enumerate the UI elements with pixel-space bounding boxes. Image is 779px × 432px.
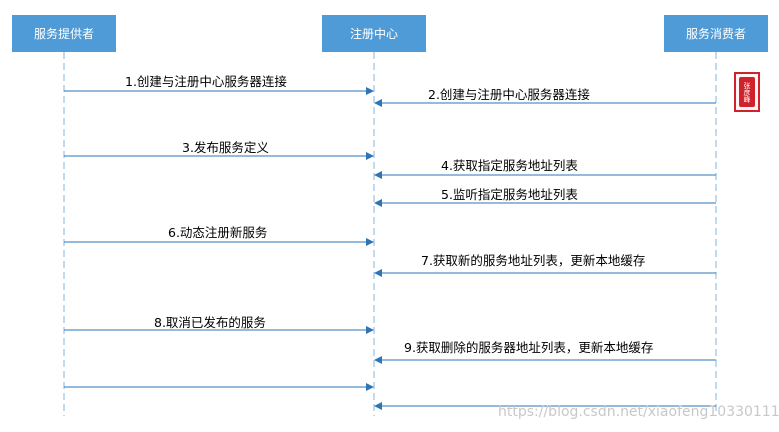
- message-label-3: 3.发布服务定义: [182, 140, 269, 155]
- message-label-5: 5.监听指定服务地址列表: [441, 187, 578, 202]
- message-label-6: 6.动态注册新服务: [168, 225, 268, 240]
- url-watermark: https://blog.csdn.net/xiaofeng10330111: [498, 404, 779, 420]
- message-label-1: 1.创建与注册中心服务器连接: [125, 74, 287, 89]
- seal-text: 张彦峰: [739, 77, 755, 107]
- actor-service-provider: 服务提供者: [12, 15, 116, 52]
- message-label-7: 7.获取新的服务地址列表，更新本地缓存: [421, 253, 646, 268]
- message-label-2: 2.创建与注册中心服务器连接: [428, 87, 590, 102]
- message-label-8: 8.取消已发布的服务: [154, 315, 266, 330]
- message-label-9: 9.获取删除的服务器地址列表，更新本地缓存: [404, 340, 654, 355]
- actor-service-consumer: 服务消费者: [664, 15, 768, 52]
- author-seal-stamp: 张彦峰: [734, 72, 760, 112]
- actor-registry-center: 注册中心: [322, 15, 426, 52]
- message-label-4: 4.获取指定服务地址列表: [441, 158, 578, 173]
